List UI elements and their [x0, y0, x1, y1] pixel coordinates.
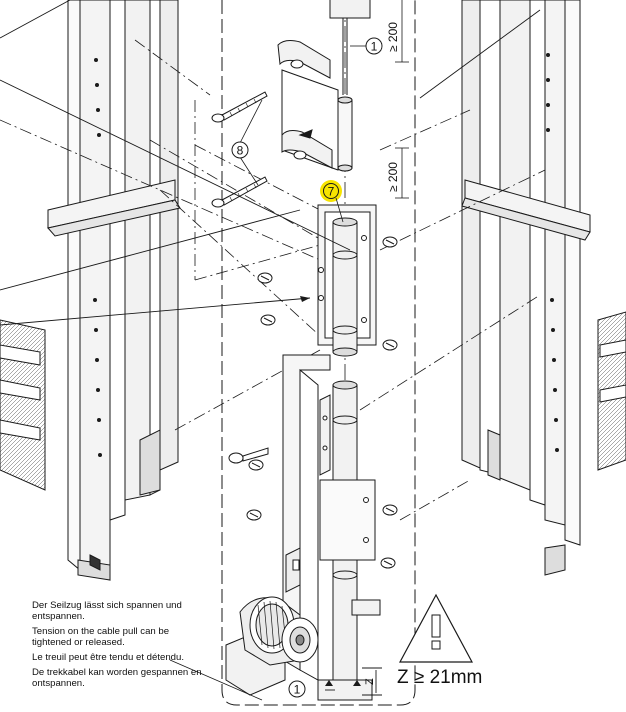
screws-lower	[228, 236, 398, 569]
arrow-up-marker	[325, 680, 333, 686]
note-german: Der Seilzug lässt sich spannen und entsp…	[32, 600, 182, 622]
arrow-head	[300, 296, 310, 302]
cable-tension-note: Der Seilzug lässt sich spannen und entsp…	[32, 600, 202, 693]
dimension-lines	[395, 0, 409, 199]
arrow-up-marker	[353, 680, 361, 686]
note-english: Tension on the cable pull can be tighten…	[32, 626, 170, 648]
z-dimension-label: Z	[364, 678, 376, 685]
note-dutch: De trekkabel kan worden gespannen en ont…	[32, 667, 202, 689]
callout-8-leaders	[239, 99, 263, 186]
dimension-label-mid: ≥ 200	[386, 162, 400, 192]
lower-hinge-frame	[282, 354, 376, 701]
dashed-frame-outline	[221, 0, 416, 706]
left-frame-profile	[0, 0, 181, 581]
callout-1-bottom-text: 1	[294, 683, 301, 697]
middle-hinge	[317, 204, 377, 357]
callout-1-top: 1	[350, 37, 383, 55]
warning-triangle	[398, 593, 474, 663]
callout-7: 7	[320, 180, 344, 223]
callout-7-text: 7	[328, 185, 335, 199]
dimension-label-top: ≥ 200	[386, 22, 400, 52]
note-leader	[169, 659, 263, 701]
callout-1-top-text: 1	[371, 40, 378, 54]
note-french: Le treuil peut être tendu et détendu.	[32, 652, 185, 663]
cable-tensioner	[225, 596, 381, 696]
callout-8-text: 8	[237, 144, 244, 158]
leader-arrows	[0, 0, 541, 326]
callout-8: 8	[231, 141, 249, 159]
upper-hinge-bracket	[277, 0, 371, 172]
right-frame-profile	[461, 0, 626, 576]
clearance-formula: Z ≥ 21mm	[397, 667, 483, 688]
z-dimension	[325, 667, 382, 696]
screws-upper	[211, 91, 268, 208]
callout-1-bottom: 1	[288, 680, 306, 698]
